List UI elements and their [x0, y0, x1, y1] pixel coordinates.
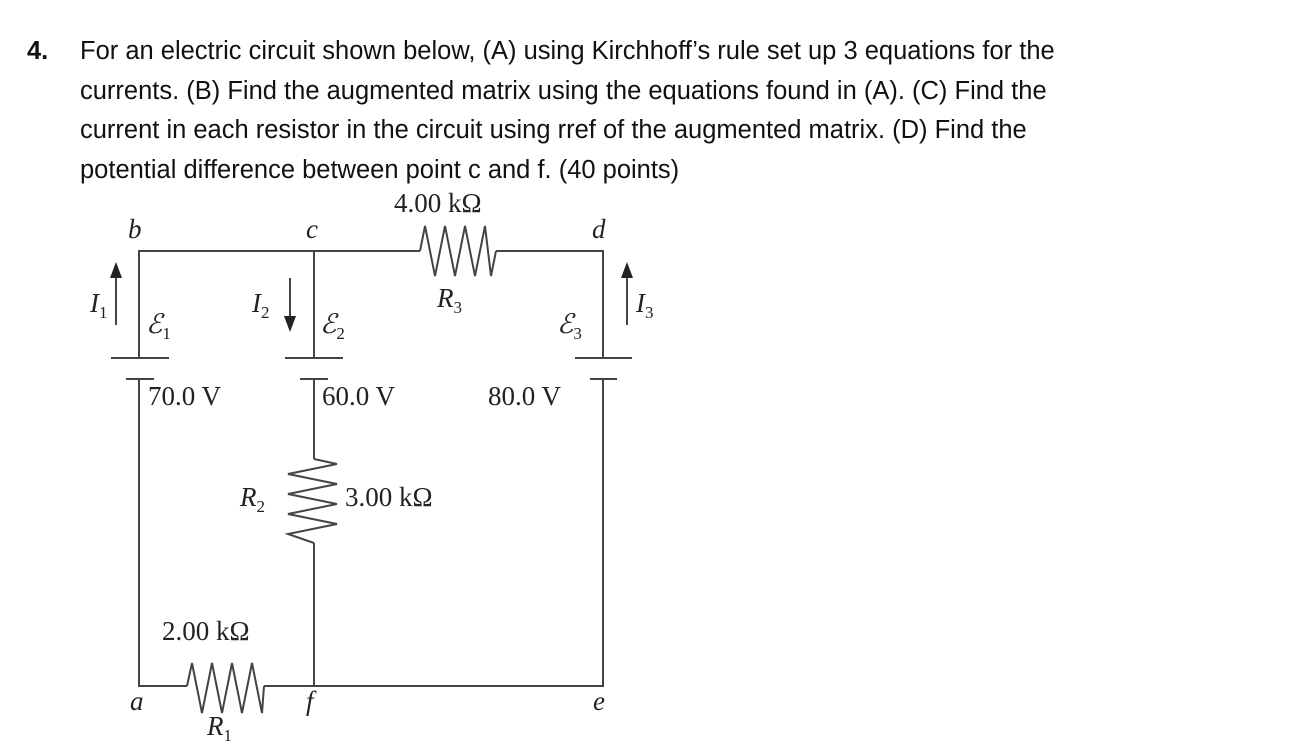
wire-left-bottom	[138, 379, 187, 687]
question-line: current in each resistor in the circuit …	[80, 116, 1027, 144]
question-line: currents. (B) Find the augmented matrix …	[80, 76, 1047, 105]
current-i3-label: I3	[635, 288, 654, 322]
emf-e2-value: 60.0 V	[322, 381, 396, 411]
question-line: potential difference between point c and…	[80, 155, 680, 184]
wire-left-top	[138, 250, 420, 358]
emf-e1-label: ℰ1	[146, 309, 171, 343]
resistor-r3-value: 4.00 kΩ	[394, 188, 482, 218]
node-d-label: d	[592, 214, 606, 244]
question-text: For an electric circuit shown below, (A)…	[80, 32, 1280, 190]
emf-e1-value: 70.0 V	[148, 381, 222, 411]
battery-e1	[111, 357, 169, 380]
current-i1-label: I1	[89, 288, 108, 322]
resistor-r1-value: 2.00 kΩ	[162, 616, 250, 646]
wire-r1-f-e	[264, 379, 604, 687]
resistor-r3	[419, 225, 497, 277]
emf-e3-value: 80.0 V	[488, 381, 562, 411]
resistor-r3-label: R3	[436, 283, 462, 317]
node-c-label: c	[306, 214, 318, 244]
current-i2-label: I2	[251, 288, 270, 322]
emf-e2-label: ℰ2	[320, 309, 345, 343]
node-b-label: b	[128, 214, 142, 244]
battery-e3	[575, 357, 632, 380]
resistor-r1	[186, 662, 265, 714]
resistor-r2-label: R2	[239, 482, 265, 516]
resistor-r2	[284, 458, 338, 544]
wire-right-top	[496, 250, 604, 358]
emf-e3-label: ℰ3	[557, 309, 582, 343]
battery-e2	[285, 357, 343, 380]
node-e-label: e	[593, 686, 605, 716]
resistor-r2-value: 3.00 kΩ	[345, 482, 433, 512]
question-number: 4.	[27, 37, 49, 65]
resistor-r1-label: R1	[206, 711, 232, 745]
question-line: For an electric circuit shown below, (A)…	[80, 37, 1055, 65]
node-a-label: a	[130, 686, 144, 716]
node-f-label: f	[306, 686, 317, 716]
